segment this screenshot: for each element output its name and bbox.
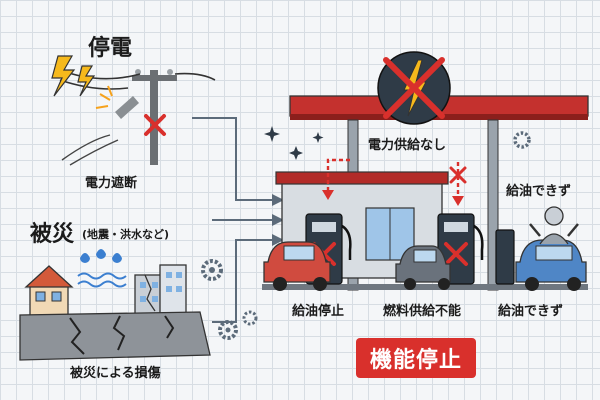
- disaster-title: 被災: [30, 222, 75, 247]
- blackout-illustration: [51, 55, 216, 166]
- fuel-pump-center: [437, 213, 484, 285]
- lightning-icon: [77, 65, 96, 97]
- person-label: 給油できず: [506, 184, 572, 199]
- spark-icon: [95, 85, 113, 109]
- pump-left-label: 給油停止: [292, 304, 345, 319]
- power-pole: [150, 70, 158, 165]
- function-stopped-banner: 機能停止: [356, 338, 477, 378]
- arrow-from-disaster-bottom: [212, 239, 272, 323]
- power-off-sign: [377, 51, 451, 125]
- person-icon: [529, 206, 579, 245]
- wave-icon: [77, 272, 127, 288]
- fuel-pump-right: [495, 229, 515, 285]
- blackout-title: 停電: [88, 36, 133, 61]
- station-ground: [262, 284, 588, 290]
- car-blue: [515, 239, 587, 291]
- gear-icon: [242, 310, 258, 326]
- car-gray: [395, 245, 451, 290]
- connector-arrows: [192, 117, 272, 323]
- lightning-icon: [51, 55, 76, 97]
- disaster-caption: 被災による損傷: [70, 366, 161, 381]
- cross-icon: [449, 166, 467, 184]
- sparkle-icon: [264, 126, 324, 160]
- water-drop-icon: [80, 249, 122, 263]
- gas-station: [262, 51, 589, 291]
- blackout-caption: 電力遮断: [85, 176, 138, 191]
- cross-icon: [383, 57, 445, 119]
- gear-icon: [513, 131, 531, 149]
- disaster-illustration: [19, 249, 258, 361]
- broken-insulator: [115, 96, 139, 119]
- pump-center-label: 燃料供給不能: [383, 304, 462, 319]
- pole-crossbar: [132, 75, 177, 81]
- arrow-from-blackout: [192, 117, 272, 201]
- cross-icon: [444, 242, 468, 266]
- gear-icon: [218, 320, 238, 340]
- disaster-subtitle: (地震・洪水など): [82, 228, 170, 241]
- gear-icon: [201, 259, 223, 281]
- cross-icon: [144, 114, 166, 136]
- cracked-ground: [19, 311, 211, 361]
- car-red: [263, 241, 331, 291]
- no-power-label: 電力供給なし: [368, 138, 447, 153]
- supply-arrow: [326, 158, 460, 196]
- car-right-label: 給油できず: [498, 304, 564, 319]
